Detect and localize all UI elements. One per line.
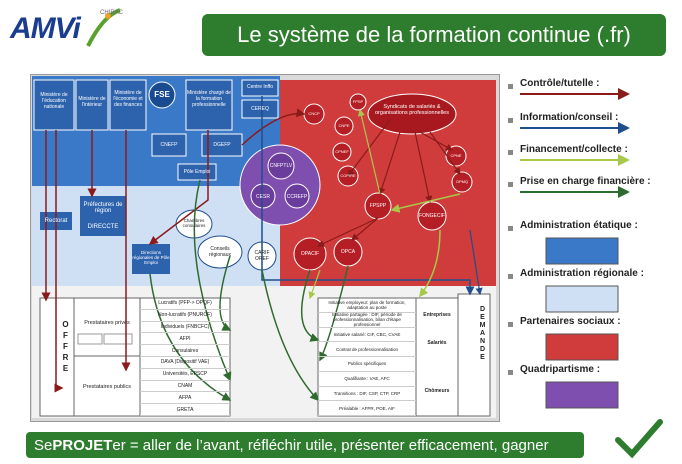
legend-admin-region: Administration régionale : <box>520 268 644 279</box>
banner-prefix: Se <box>34 436 53 454</box>
offre-item: Individuels (FNBCFC) <box>140 322 230 334</box>
legend-bullet-icon <box>508 322 513 327</box>
offre-item: Consulaires <box>140 345 230 357</box>
logo-swoosh-icon <box>86 8 121 47</box>
ccrefp: CCREFP <box>286 194 308 200</box>
min-formation: Ministère chargé de la formation profess… <box>187 90 231 108</box>
legend-swatch-quadri <box>545 381 619 409</box>
fongecif: FONGECIF <box>419 213 445 219</box>
legend-controle: Contrôle/tutelle : <box>520 78 600 89</box>
fse: FSE <box>154 90 170 99</box>
rectorat: Rectorat <box>44 218 68 224</box>
social-small-1: CNCP <box>308 111 320 116</box>
legend-financement: Financement/collecte : <box>520 144 628 155</box>
legend-bullet-icon <box>508 150 513 155</box>
conseils: Conseils régionaux <box>209 246 231 258</box>
demande-item: Préalable : AFPR, POE, AIF <box>318 401 416 416</box>
fpspp: FPSPP <box>369 203 387 209</box>
logo-subtext: CHIRAC <box>100 10 124 16</box>
cnefp: CNEFP <box>160 142 178 148</box>
offre-item: DAVA (Dispositif VAE) <box>140 357 230 369</box>
prefectures: Préfectures de région <box>83 202 123 214</box>
offre-item: AFPA <box>140 392 230 405</box>
legend-bullet-icon <box>508 370 513 375</box>
legend-bullet-icon <box>508 84 513 89</box>
logo <box>8 6 138 54</box>
social-small-5: COPIRE <box>340 173 356 178</box>
demande-item: Qualifiante : VAE, AFC <box>318 372 416 387</box>
offre-item: Lucratifs (PFP-> OPQF) <box>140 298 230 310</box>
direccte: DIRECCTE <box>87 224 119 230</box>
directions-pe: Directions régionales de Pôle Emploi <box>132 250 170 265</box>
social-small-4: CPNE <box>450 153 462 158</box>
legend-partenaires: Partenaires sociaux : <box>520 316 621 327</box>
offre-item: AFPI <box>140 333 230 346</box>
cnfptlv: CNFPTLV <box>269 163 293 169</box>
checkmark-icon <box>615 419 663 459</box>
min-education: Ministère de l'éducation nationale <box>40 92 68 110</box>
offre-items: Lucratifs (PFP-> OPQF)Non-lucratifs (PNU… <box>140 298 230 416</box>
banner-rest: er = aller de l’avant, réfléchir utile, … <box>112 436 549 454</box>
min-economie: Ministère de l'économie et des finances <box>113 90 143 108</box>
prestataires-prives: Prestataires privés <box>84 320 130 326</box>
offre-item: Universités, EPSCP <box>140 369 230 381</box>
cesr: CESR <box>256 194 270 200</box>
page-title: Le système de la formation continue (.fr… <box>202 14 666 56</box>
opca: OPCA <box>340 249 356 255</box>
demande-item: Transitions : DIF, CSP, CTP, CRP <box>318 387 416 402</box>
logo-text: AMVi <box>10 12 81 45</box>
banner-bold: PROJET <box>52 436 113 454</box>
opacif: OPACIF <box>300 251 320 257</box>
salaries: Salariés <box>427 340 447 346</box>
legend-swatch-region <box>545 285 619 313</box>
legend-information: Information/conseil : <box>520 112 619 123</box>
centre-inffo: Centre Inffo <box>246 84 274 90</box>
chambres: Chambres consulaires <box>182 218 206 228</box>
demande-item: Initiative employeur: plan de formation,… <box>318 298 416 313</box>
legend-graphics <box>520 88 630 409</box>
legend-admin-etat: Administration étatique : <box>520 220 638 231</box>
legend-swatch-partenaires <box>545 333 619 361</box>
min-interieur: Ministère de l'intérieur <box>78 96 106 108</box>
social-small-2: CNPE <box>338 123 350 128</box>
demande-item: Initiative salarié: CIF, CBC, CVAE <box>318 328 416 343</box>
carif: CARIF OREF <box>254 250 270 262</box>
dgefp: DGEFP <box>213 142 231 148</box>
legend-quadri: Quadripartisme : <box>520 364 601 375</box>
chomeurs: Chômeurs <box>424 388 450 394</box>
demande-item: Initiative partagée : DIF, période de pr… <box>318 312 416 328</box>
pole-emploi: Pôle Emploi <box>183 169 211 175</box>
offre-item: CNAM <box>140 381 230 393</box>
demande-label: DEMANDE <box>479 306 486 362</box>
prestataires-publics: Prestataires publics <box>83 384 131 390</box>
demande-item: Contrat de professionnalisation <box>318 342 416 357</box>
offre-item: GRETA <box>140 404 230 416</box>
demande-items: Initiative employeur: plan de formation,… <box>318 298 416 416</box>
entreprises: Entreprises <box>423 312 451 318</box>
social-small-7: OPMQ <box>455 179 469 184</box>
offre-label: OFFRE <box>61 320 70 375</box>
offre-item: Non-lucratifs (PNUROF) <box>140 310 230 322</box>
social-small-0: FPSP <box>352 99 364 104</box>
demande-item: Publics spécifiques <box>318 357 416 372</box>
legend-prise: Prise en charge financière : <box>520 176 651 187</box>
legend-bullet-icon <box>508 118 513 123</box>
legend-bullet-icon <box>508 182 513 187</box>
legend-bullet-icon <box>508 274 513 279</box>
cereq: CEREQ <box>251 106 269 112</box>
legend-swatch-etat <box>545 237 619 265</box>
syndicats: Syndicats de salariés & organisations pr… <box>375 104 449 116</box>
legend-bullet-icon <box>508 226 513 231</box>
social-small-3: CPNEF <box>335 149 349 154</box>
